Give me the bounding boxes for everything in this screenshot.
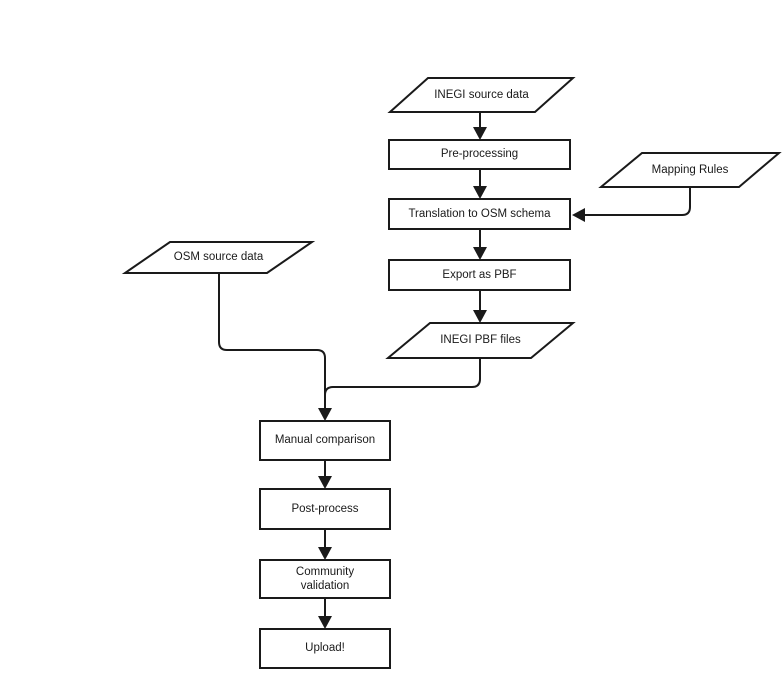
node-export-as-pbf-shape (388, 259, 571, 291)
arrowhead-into-export-as-pbf (473, 247, 487, 260)
node-translation-to-osm-schema-shape (388, 198, 571, 230)
edge-mapping-rules-to-translation (585, 187, 691, 216)
node-upload-shape (259, 628, 391, 669)
node-inegi-pbf-files-shape (385, 322, 576, 359)
node-community-validation-shape (259, 559, 391, 599)
arrowhead-into-upload (318, 616, 332, 629)
arrowhead-into-pre-processing (473, 127, 487, 140)
arrowhead-into-community-validation (318, 547, 332, 560)
arrowhead-into-translation-top (473, 186, 487, 199)
edge-osm-source-to-manual-comparison (218, 273, 326, 408)
node-pre-processing-shape (388, 139, 571, 170)
edge-inegi-pbf-to-manual-comparison (324, 358, 481, 396)
arrowhead-into-inegi-pbf-files (473, 310, 487, 323)
node-inegi-source-data-shape (387, 77, 576, 113)
node-mapping-rules-shape (598, 152, 782, 188)
arrowhead-into-translation-right (572, 208, 585, 222)
arrowhead-into-post-process (318, 476, 332, 489)
node-manual-comparison-shape (259, 420, 391, 461)
node-osm-source-data-shape (121, 241, 316, 274)
node-post-process-shape (259, 488, 391, 530)
arrowhead-into-manual-comparison (318, 408, 332, 421)
